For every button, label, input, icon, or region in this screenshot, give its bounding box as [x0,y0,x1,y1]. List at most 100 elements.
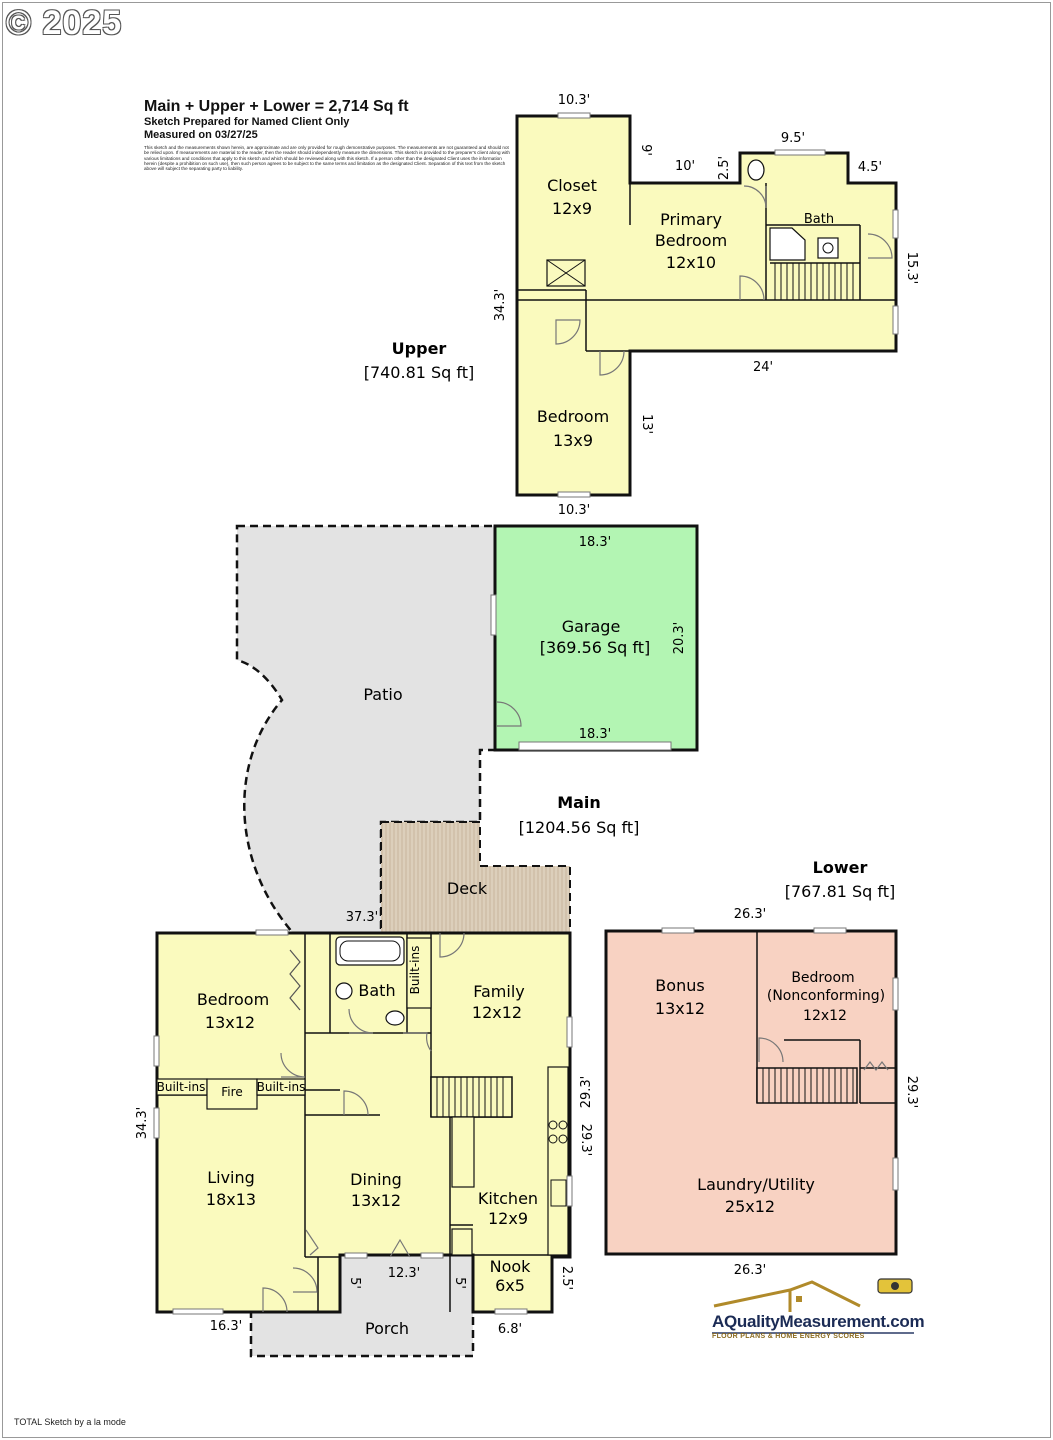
main-windows [153,594,672,1315]
attic-hatch [546,259,586,287]
company-logo-graphic [712,1278,914,1334]
porch-label: Porch [365,1319,409,1338]
total-area-title: Main + Upper + Lower = 2,714 Sq ft [144,98,409,115]
main-dim-right-b: 29.3' [578,1124,593,1157]
garage-dim-bottom: 18.3' [579,727,612,742]
main-dim-porch-left: 5' [347,1277,362,1289]
lower-level-title: Lower [813,858,868,877]
lower-stairs [756,1067,858,1104]
upper-dim-ninefive: 9.5' [781,131,805,146]
main-dim-nook-width: 6.8' [498,1322,522,1337]
primary-bedroom-label: Primary [660,210,722,229]
fireplace-label: Fire [221,1085,242,1099]
family-size: 12x12 [472,1003,522,1022]
builtins-right-box [256,1078,306,1096]
main-level-area: [1204.56 Sq ft] [519,818,640,837]
upper-bedroom-label: Bedroom [537,407,609,426]
builtins-left-label: Built-ins [157,1080,206,1094]
upper-dim-right: 15.3' [904,252,919,285]
bathtub [335,936,405,966]
builtins-vertical-box [406,937,432,1009]
family-label: Family [473,982,524,1001]
lower-dim-bottom: 26.3' [734,1263,767,1278]
dining-size: 13x12 [351,1191,401,1210]
sketch-subtitle: Sketch Prepared for Named Client Only [144,116,350,128]
main-dim-porch-right: 5' [452,1277,467,1289]
garage-dim-right: 20.3' [672,622,687,655]
copyright-mark: © 2025 [6,4,123,42]
upper-bath-label: Bath [804,212,834,227]
kitchen-counters [451,1066,569,1256]
shower-fixture [769,227,806,261]
bonus-label: Bonus [655,976,704,995]
main-dim-nook-height: 2.5' [559,1266,574,1290]
lower-level: Bonus 13x12 Bedroom (Nonconforming) 12x1… [604,858,919,1278]
living-size: 18x13 [206,1190,256,1209]
upper-windows [557,112,899,498]
upper-stairs [774,263,854,300]
garage-label: Garage [562,617,621,636]
upper-dim-top: 10.3' [558,93,591,108]
primary-bedroom-label-2: Bedroom [655,231,727,250]
company-logo: AQualityMeasurement.com FLOOR PLANS & HO… [708,1278,925,1350]
upper-dim-ten: 10' [675,159,695,174]
upper-level: Closet 12x9 Primary Bedroom 12x10 Bath B… [364,93,919,518]
patio-label: Patio [363,685,402,704]
closet-label: Closet [547,176,597,195]
lower-bedroom-size: 12x12 [803,1008,847,1024]
upper-dim-bottom-right: 24' [753,360,773,375]
main-dim-right-a: 29.3' [579,1076,594,1109]
garage-area [493,524,699,752]
main-stairs [430,1076,513,1118]
lower-bedroom-label-2: (Nonconforming) [767,988,885,1004]
main-dim-porch-width: 12.3' [388,1266,421,1281]
main-bath-label: Bath [358,981,395,1000]
lower-bedroom-label: Bedroom [791,970,854,986]
kitchen-label: Kitchen [478,1189,538,1208]
nook-label: Nook [490,1257,532,1276]
kitchen-size: 12x9 [488,1209,528,1228]
sink-fixture [817,237,839,259]
living-label: Living [207,1168,255,1187]
deck-area [380,821,571,934]
upper-doors [555,185,893,376]
main-dim-left: 34.3' [135,1107,150,1140]
main-bedroom-size: 13x12 [205,1013,255,1032]
disclaimer-text: This sketch and the measurements shown h… [144,145,510,172]
main-level: Patio Garage [369.56 Sq ft] Deck Bedroom… [135,524,699,1358]
measured-date: Measured on 03/27/25 [144,129,258,141]
main-bath-sink [335,982,353,1000]
toilet-fixture [747,159,765,181]
upper-dim-bottom: 10.3' [558,503,591,518]
upper-level-title: Upper [392,339,447,358]
main-bath-toilet [385,1010,405,1026]
deck-label: Deck [447,879,488,898]
lower-doors [758,1037,889,1071]
upper-dim-left: 34.3' [493,289,508,322]
garage-dim-top: 18.3' [579,535,612,550]
upper-dim-nine: 9' [638,144,653,156]
lower-dim-top: 26.3' [734,907,767,922]
main-dim-bottom-left: 16.3' [210,1319,243,1334]
upper-level-area: [740.81 Sq ft] [364,363,475,382]
main-doors [262,701,522,1313]
lower-dim-right: 29.3' [904,1076,919,1109]
main-bedroom-label: Bedroom [197,990,269,1009]
laundry-size: 25x12 [725,1197,775,1216]
footer-credit: TOTAL Sketch by a la mode [14,1417,126,1427]
upper-dim-fourfive: 4.5' [858,160,882,175]
upper-bedroom-size: 13x9 [553,431,593,450]
upper-dim-twofive: 2.5' [717,156,732,180]
dining-label: Dining [350,1170,402,1189]
main-level-title: Main [557,793,601,812]
builtins-vertical-label: Built-ins [408,946,422,995]
lower-windows [661,927,899,1191]
upper-dim-thirteen: 13' [639,414,654,434]
laundry-label: Laundry/Utility [697,1175,815,1194]
garage-area-label: [369.56 Sq ft] [540,638,651,657]
bonus-size: 13x12 [655,999,705,1018]
company-logo-name: AQualityMeasurement.com [712,1312,925,1331]
primary-bedroom-size: 12x10 [666,253,716,272]
